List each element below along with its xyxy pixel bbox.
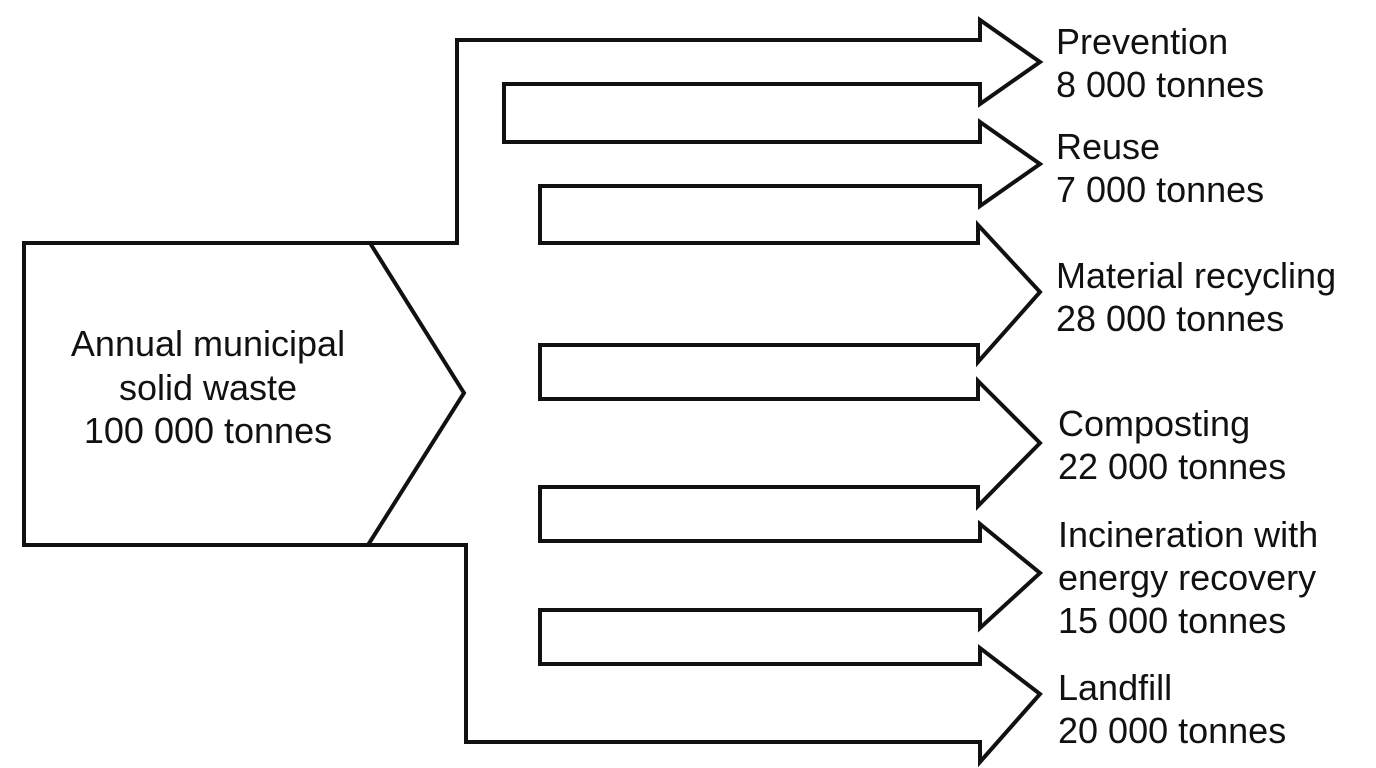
- source-label-line-2: solid waste: [119, 367, 297, 408]
- incineration-label-line-1: Incineration with: [1058, 514, 1318, 555]
- prevention-amount: 8 000 tonnes: [1056, 64, 1264, 105]
- material-recycling-label: Material recycling: [1056, 255, 1336, 296]
- source-label-line-1: Annual municipal: [71, 323, 345, 364]
- source-flow-outline: [22, 16, 1044, 768]
- composting-amount: 22 000 tonnes: [1058, 446, 1286, 487]
- source-chevron: [366, 241, 467, 547]
- composting-label: Composting: [1058, 403, 1250, 444]
- reuse-label: Reuse: [1056, 126, 1160, 167]
- incineration-label-line-2: energy recovery: [1058, 557, 1316, 598]
- incineration-amount: 15 000 tonnes: [1058, 600, 1286, 641]
- source-label-line-3: 100 000 tonnes: [84, 410, 332, 451]
- landfill-amount: 20 000 tonnes: [1058, 710, 1286, 751]
- material-recycling-amount: 28 000 tonnes: [1056, 298, 1284, 339]
- landfill-label: Landfill: [1058, 667, 1172, 708]
- prevention-label: Prevention: [1056, 21, 1228, 62]
- reuse-amount: 7 000 tonnes: [1056, 169, 1264, 210]
